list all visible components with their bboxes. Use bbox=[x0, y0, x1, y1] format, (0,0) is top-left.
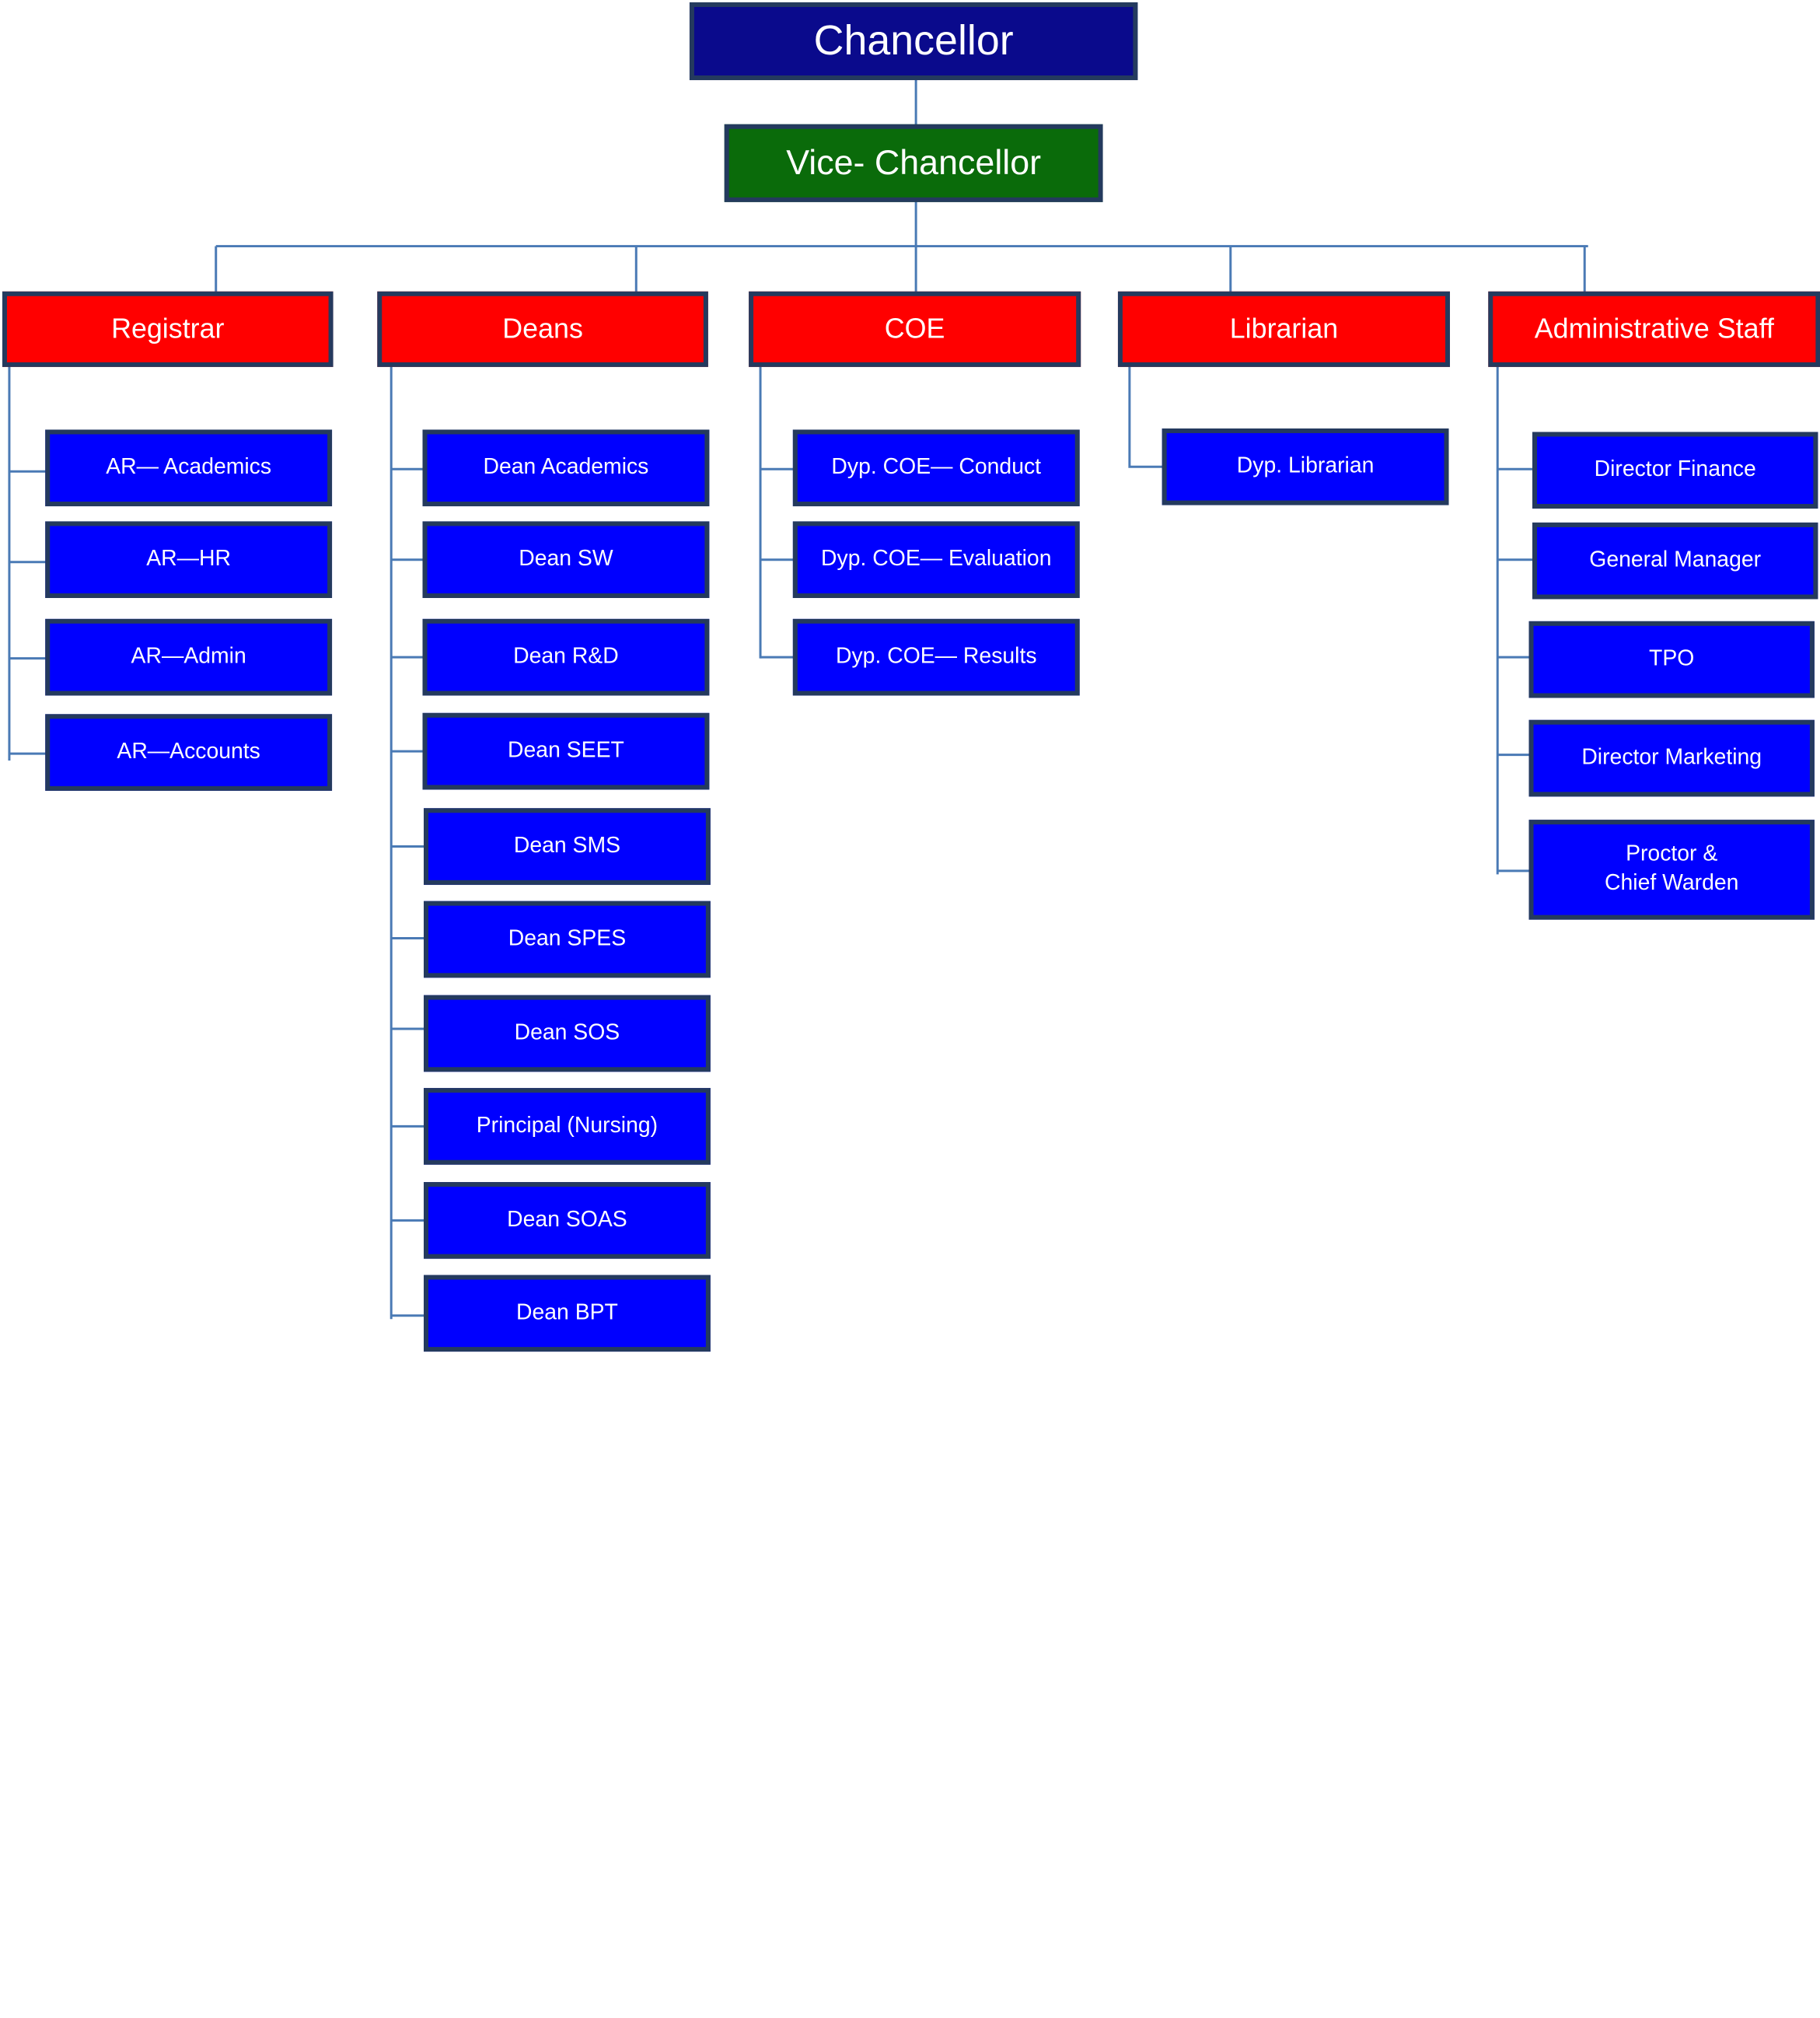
dean-bpt-box: Dean BPT bbox=[424, 1275, 711, 1352]
dean-sos-box: Dean SOS bbox=[424, 995, 711, 1072]
chancellor-box: Chancellor bbox=[689, 2, 1138, 81]
vice-chancellor-box: Vice- Chancellor bbox=[724, 124, 1103, 202]
dean-sw-box: Dean SW bbox=[422, 521, 710, 598]
ar-admin-box: AR—Admin bbox=[45, 618, 333, 696]
dyp-librarian-box: Dyp. Librarian bbox=[1162, 428, 1449, 505]
dean-spes-box: Dean SPES bbox=[424, 901, 711, 978]
dean-rd-box: Dean R&D bbox=[422, 618, 710, 696]
librarian-box: Librarian bbox=[1117, 291, 1451, 367]
dyp-coe-evaluation-box: Dyp. COE— Evaluation bbox=[792, 521, 1080, 598]
dyp-coe-results-box: Dyp. COE— Results bbox=[792, 618, 1080, 696]
connector-coe-tick bbox=[760, 467, 797, 659]
registrar-box: Registrar bbox=[2, 291, 334, 367]
connector-admin-tick bbox=[1497, 467, 1536, 873]
dean-sms-box: Dean SMS bbox=[424, 808, 711, 885]
proctor-chief-warden-box: Proctor & Chief Warden bbox=[1528, 820, 1815, 920]
director-marketing-box: Director Marketing bbox=[1528, 719, 1815, 797]
dean-academics-box: Dean Academics bbox=[422, 429, 710, 507]
dean-seet-box: Dean SEET bbox=[422, 712, 710, 790]
dyp-coe-conduct-box: Dyp. COE— Conduct bbox=[792, 429, 1080, 507]
general-manager-box: General Manager bbox=[1532, 522, 1818, 600]
coe-box: COE bbox=[749, 291, 1081, 367]
ar-accounts-box: AR—Accounts bbox=[45, 714, 333, 791]
connector-registrar-tick bbox=[9, 470, 49, 755]
connector-deans-tick bbox=[391, 467, 428, 1317]
connector-librarian-spine bbox=[1128, 364, 1166, 468]
ar-hr-box: AR—HR bbox=[45, 521, 333, 598]
connector-lines bbox=[8, 79, 1588, 1320]
deans-box: Deans bbox=[377, 291, 708, 367]
principal-nursing-box: Principal (Nursing) bbox=[424, 1088, 711, 1165]
administrative-staff-box: Administrative Staff bbox=[1488, 291, 1820, 367]
director-finance-box: Director Finance bbox=[1532, 432, 1818, 509]
tpo-box: TPO bbox=[1528, 621, 1815, 698]
ar-academics-box: AR— Academics bbox=[45, 429, 333, 507]
dean-soas-box: Dean SOAS bbox=[424, 1182, 711, 1259]
